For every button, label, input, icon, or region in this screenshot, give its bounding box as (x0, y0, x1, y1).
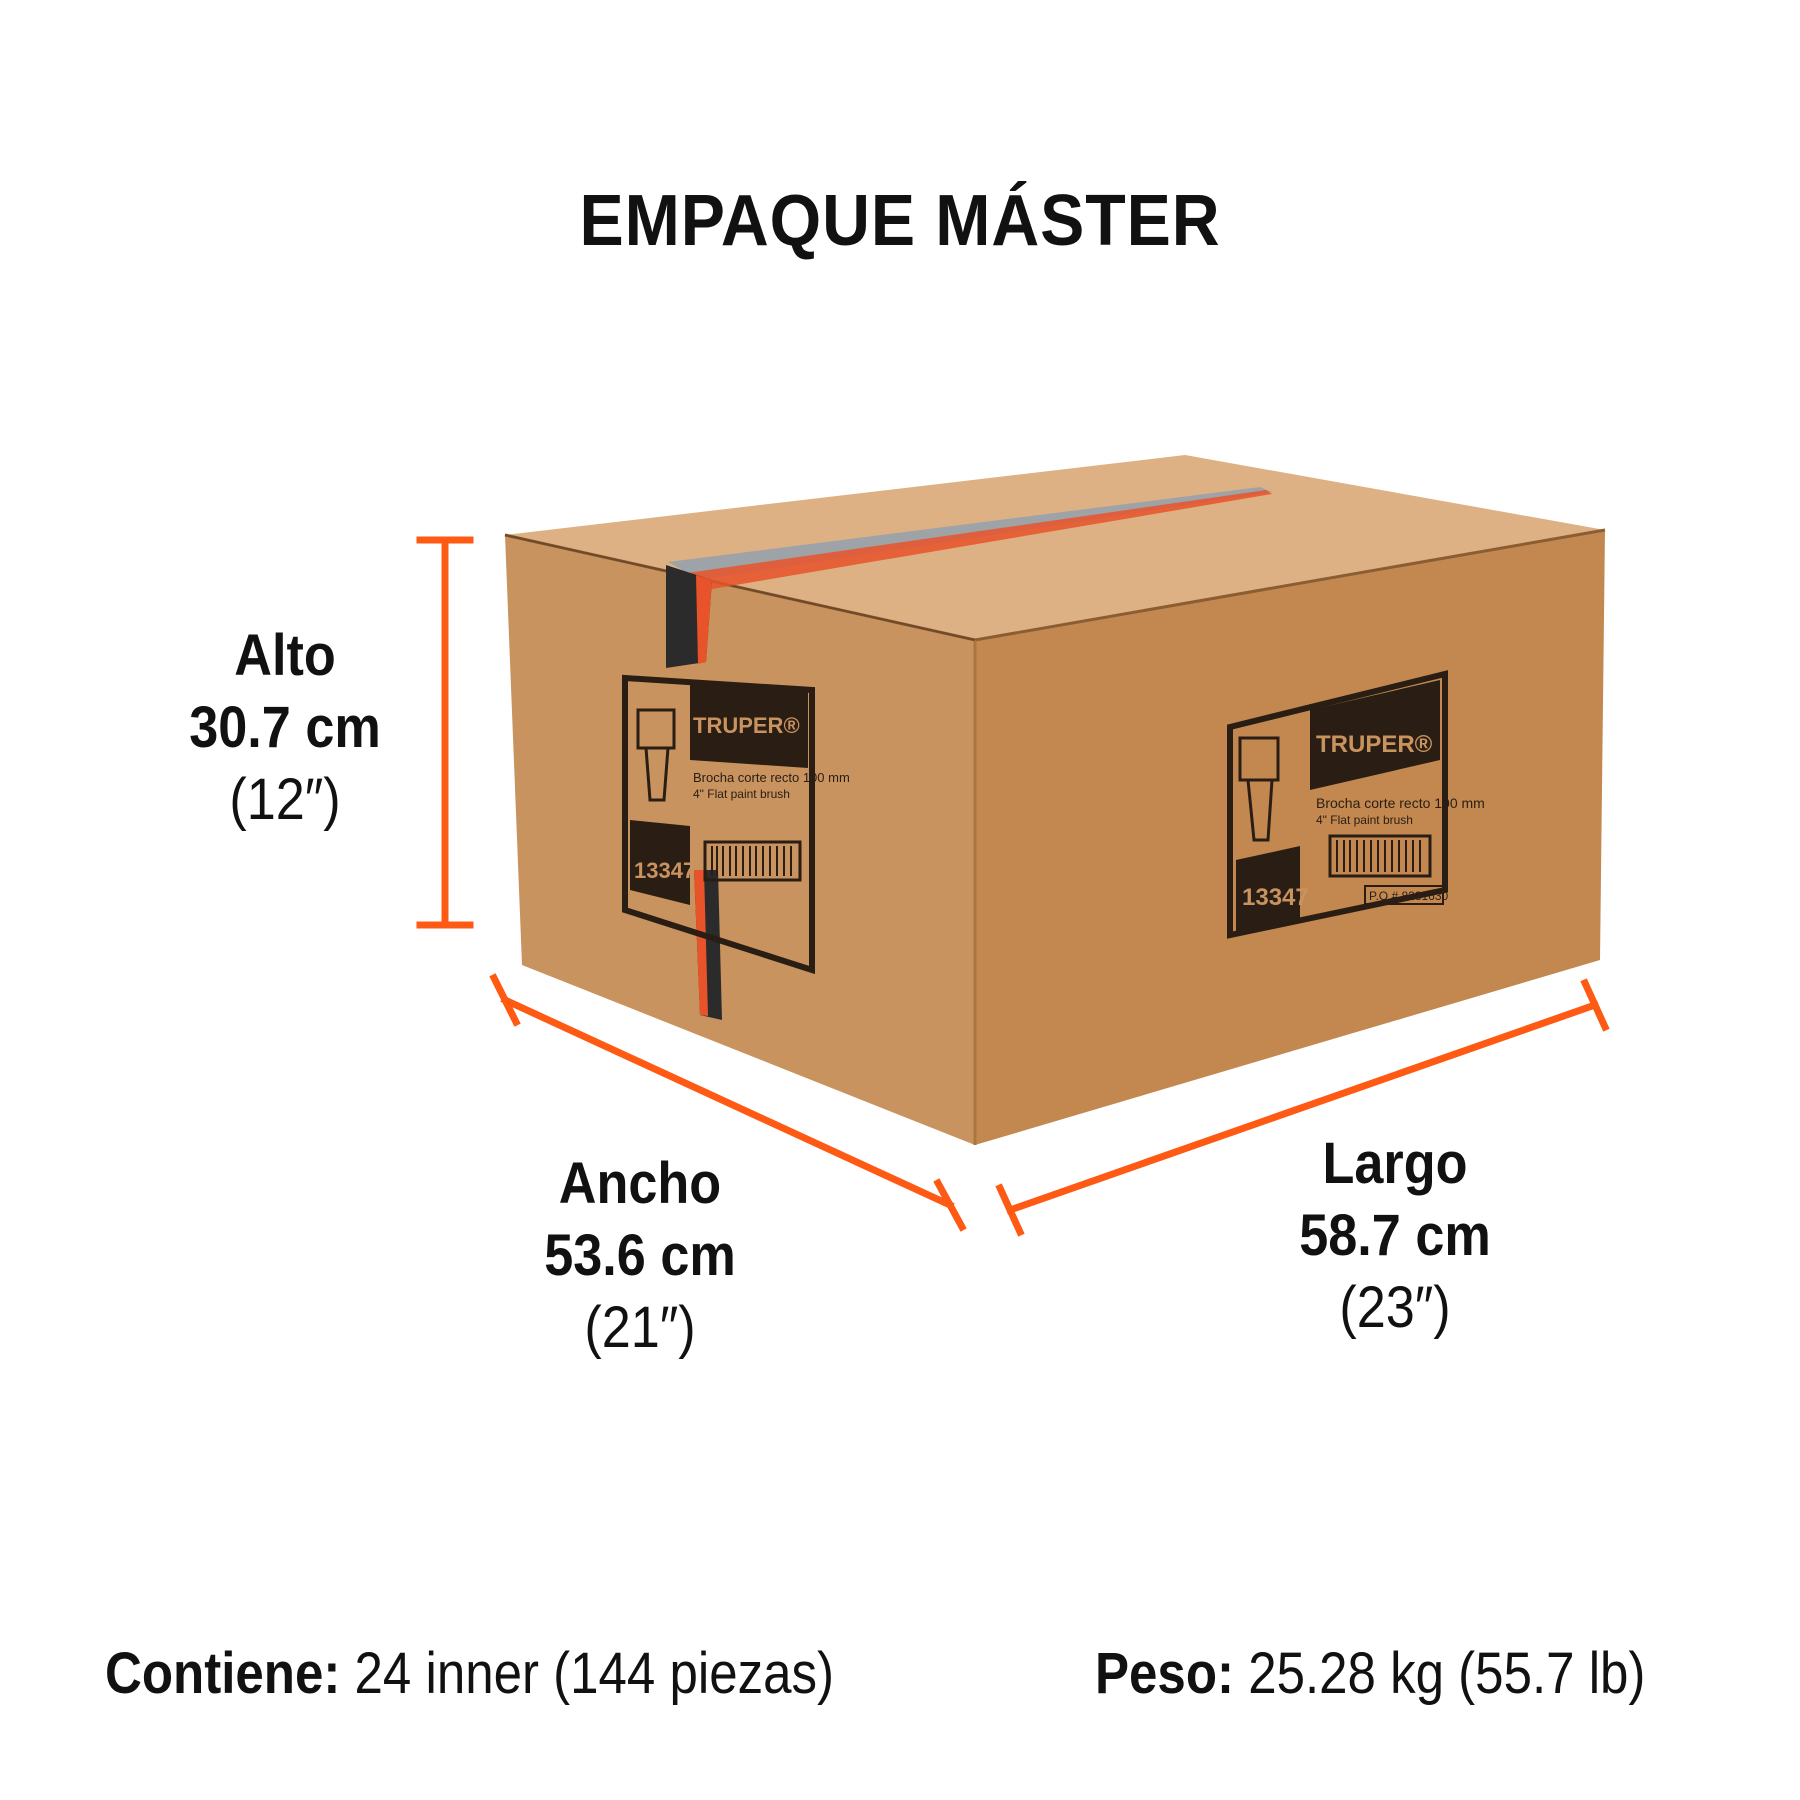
page-title: EMPAQUE MÁSTER (579, 181, 1221, 261)
height-metric: 30.7 cm (189, 695, 381, 760)
weight-label: Peso: (1095, 1641, 1234, 1706)
box-left-face (505, 535, 975, 1145)
height-label: Alto 30.7 cm (12″) (164, 620, 407, 836)
weight-info: Peso: 25.28 kg (55.7 lb) (1095, 1640, 1645, 1707)
brand-text-right: TRUPER® (1316, 731, 1433, 758)
height-dimension-line (416, 536, 474, 929)
length-metric: 58.7 cm (1299, 1203, 1491, 1268)
height-imperial: (12″) (229, 767, 341, 832)
codigo-text-right: 13347 (1242, 884, 1309, 911)
width-metric: 53.6 cm (544, 1223, 736, 1288)
width-dimension-line (489, 973, 967, 1232)
brand-text-left: TRUPER® (693, 713, 800, 738)
contents-value: 24 inner (144 piezas) (354, 1641, 835, 1706)
weight-value: 25.28 kg (55.7 lb) (1248, 1641, 1646, 1706)
height-name: Alto (234, 623, 336, 688)
product-text-left: Brocha corte recto 100 mm (693, 770, 850, 785)
po-text: P.O.# 8231630 (1369, 889, 1449, 903)
contents-info: Contiene: 24 inner (144 piezas) (105, 1640, 834, 1707)
length-name: Largo (1322, 1131, 1468, 1196)
box-top-face (505, 455, 1605, 640)
width-imperial: (21″) (584, 1295, 696, 1360)
box-label-left: TRUPER® Brocha corte recto 100 mm 4" Fla… (622, 674, 850, 975)
product-en-text-left: 4" Flat paint brush (693, 787, 790, 801)
contents-label: Contiene: (105, 1641, 341, 1706)
codigo-text-left: 13347 (634, 858, 695, 883)
width-label: Ancho 53.6 cm (21″) (519, 1148, 762, 1364)
length-imperial: (23″) (1339, 1275, 1451, 1340)
width-name: Ancho (558, 1151, 722, 1216)
product-text-right: Brocha corte recto 100 mm (1316, 795, 1485, 811)
length-label: Largo 58.7 cm (23″) (1274, 1128, 1517, 1344)
box-label-right: TRUPER® Brocha corte recto 100 mm 4" Fla… (1227, 670, 1485, 939)
length-dimension-line (995, 978, 1610, 1237)
product-en-text-right: 4" Flat paint brush (1316, 813, 1413, 827)
